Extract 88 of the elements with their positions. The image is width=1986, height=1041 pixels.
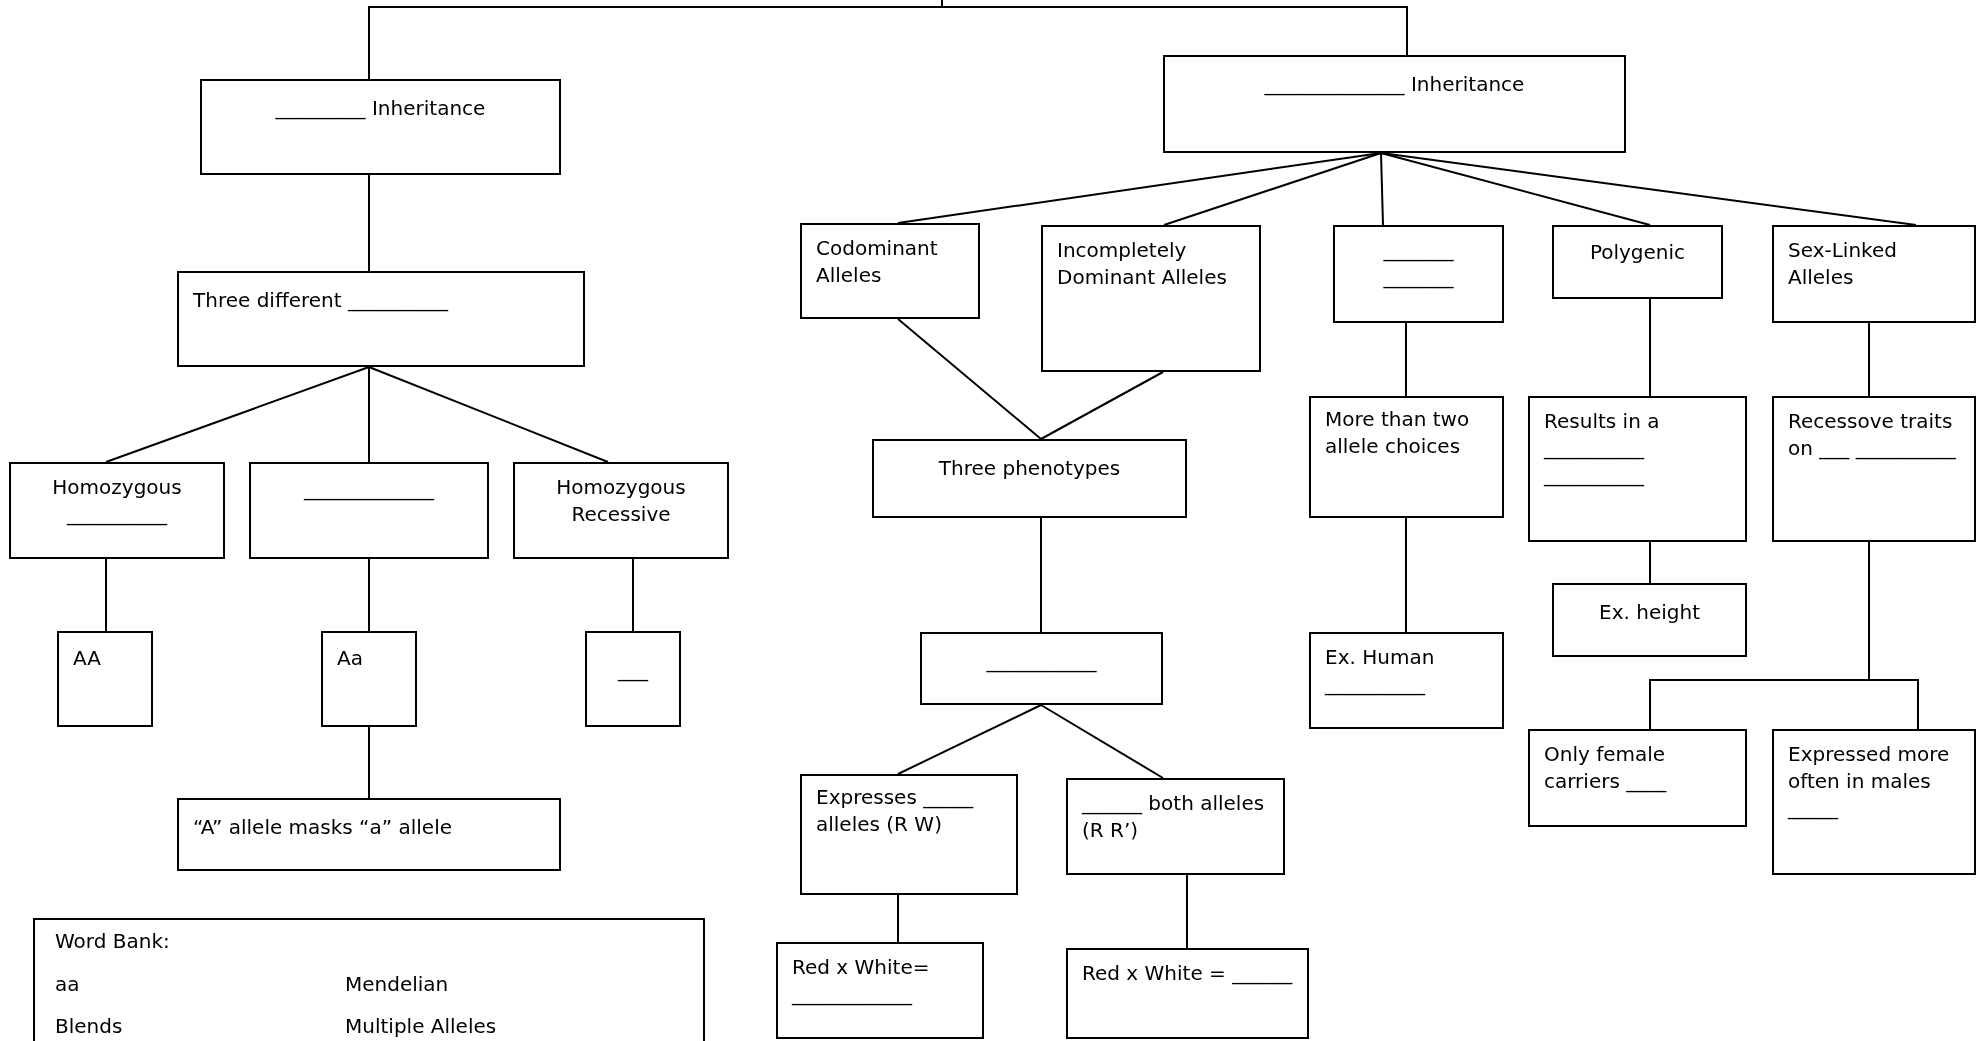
concept-box [249, 462, 489, 559]
concept-box [872, 439, 1187, 518]
connector-line [1163, 152, 1382, 226]
connector-line [368, 366, 609, 463]
connector-line [368, 366, 370, 463]
box-text: Results in a __________ __________ [1544, 408, 1661, 489]
concept-box [1552, 583, 1747, 657]
box-text: Only female carriers ____ [1544, 741, 1668, 795]
box-text: Three phenotypes [937, 455, 1122, 482]
connector-line [1649, 298, 1651, 397]
concept-box [513, 462, 729, 559]
concept-box [1333, 225, 1504, 323]
box-text: Recessove traits on ___ __________ [1788, 408, 1957, 462]
connector-line [941, 0, 1408, 56]
connector-line [1868, 322, 1870, 397]
box-text: _______ _______ [1382, 237, 1455, 291]
box-text: Red x White= ____________ [792, 954, 931, 1008]
word-bank-box [33, 918, 705, 1041]
concept-box [1772, 225, 1976, 323]
word-bank-term: Blends [55, 1013, 124, 1041]
concept-box [177, 271, 585, 367]
connector-line [897, 318, 1042, 440]
box-text: Ex. height [1598, 599, 1701, 626]
connector-line [897, 704, 1042, 775]
concept-box [177, 798, 561, 871]
connector-line [1040, 517, 1042, 633]
connector-line [1405, 322, 1407, 397]
box-text: Codominant Alleles [816, 235, 939, 289]
connector-line [368, 558, 370, 632]
box-text: Homozygous __________ [51, 474, 183, 528]
connector-line [1380, 152, 1384, 226]
connector-line [105, 366, 370, 463]
connector-line [1405, 517, 1407, 633]
concept-box [57, 631, 153, 727]
concept-box [585, 631, 681, 727]
word-bank-term: aa [55, 970, 81, 998]
connector-line [1649, 541, 1651, 584]
box-text: “A” allele masks “a” allele [193, 814, 453, 841]
concept-box [1163, 55, 1626, 153]
box-text: ___________ [985, 648, 1098, 675]
concept-box [1552, 225, 1723, 299]
concept-box [200, 79, 561, 175]
concept-box [1528, 729, 1747, 827]
box-text: More than two allele choices [1325, 406, 1471, 460]
word-bank-heading: Word Bank: [55, 928, 171, 955]
box-text: _________ Inheritance [274, 95, 487, 122]
connector-line [1380, 152, 1651, 226]
connector-line [368, 726, 370, 799]
box-text: Three different __________ [193, 287, 450, 314]
concept-box [776, 942, 984, 1039]
box-text: Expressed more often in males _____ [1788, 741, 1951, 822]
box-text: Expresses _____ alleles (R W) [816, 784, 975, 838]
box-text: Incompletely Dominant Alleles [1057, 237, 1228, 291]
concept-box [1309, 632, 1504, 729]
concept-box [1309, 396, 1504, 518]
connector-line [632, 558, 634, 632]
concept-box [1066, 948, 1309, 1039]
word-bank-term: Mendelian [345, 970, 450, 998]
connector-line [368, 174, 370, 272]
connector-line [1186, 874, 1188, 949]
concept-box [321, 631, 417, 727]
concept-box [1772, 729, 1976, 875]
concept-box [800, 223, 980, 319]
connector-line [1380, 152, 1917, 226]
box-text: ______ both alleles (R R’) [1082, 790, 1266, 844]
box-text: Homozygous Recessive [555, 474, 687, 528]
connector-line [1868, 541, 1919, 730]
connector-line [1040, 704, 1164, 779]
box-text: Red x White = ______ [1082, 960, 1293, 987]
box-text: ___ [616, 657, 650, 684]
box-text: Polygenic [1588, 239, 1687, 266]
concept-box [800, 774, 1018, 895]
connector-line [1040, 371, 1164, 440]
concept-box [920, 632, 1163, 705]
concept-box [1066, 778, 1285, 875]
concept-box [1772, 396, 1976, 542]
concept-box [1528, 396, 1747, 542]
connector-line [105, 558, 107, 632]
concept-box [9, 462, 225, 559]
box-text: Sex-Linked Alleles [1788, 237, 1898, 291]
box-text: Aa [337, 645, 364, 672]
concept-box [1041, 225, 1261, 372]
box-text: ______________ Inheritance [1263, 71, 1526, 98]
box-text: Ex. Human __________ [1325, 644, 1436, 698]
box-text: _____________ [302, 476, 436, 503]
word-bank-term: Multiple Alleles [345, 1013, 498, 1041]
box-text: AA [73, 645, 102, 672]
connector-line [897, 894, 899, 943]
